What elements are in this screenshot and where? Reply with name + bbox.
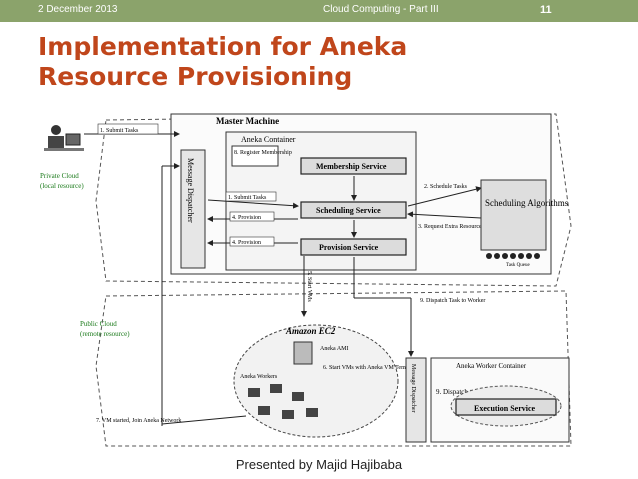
- amazon-ec2-label: Amazon EC2: [285, 326, 336, 336]
- title-line-1: Implementation for Aneka: [38, 32, 408, 61]
- request-resources-label: 3. Request Extra Resources: [418, 224, 485, 230]
- amazon-ec2-cloud: [233, 324, 399, 438]
- task-queue-label: Task Queue: [506, 263, 530, 268]
- architecture-diagram: Master Machine Aneka Container Message D…: [40, 113, 572, 447]
- slide-subject: Cloud Computing - Part III: [323, 4, 439, 15]
- scheduling-service-label: Scheduling Service: [316, 206, 381, 215]
- provision-service-label: Provision Service: [319, 243, 379, 252]
- membership-service-label: Membership Service: [316, 162, 387, 171]
- membership-service-box: [300, 157, 407, 175]
- register-membership-label: 8. Register Membership: [234, 150, 292, 156]
- local-resource-label: (local resource): [40, 182, 84, 190]
- register-membership-box: [231, 145, 279, 167]
- schedule-tasks-label: 2. Schedule Tasks: [424, 184, 468, 190]
- private-cloud-label: Private Cloud: [40, 172, 79, 180]
- title-line-2: Resource Provisioning: [38, 62, 353, 91]
- server-icon: [293, 341, 313, 365]
- execution-service-label: Execution Service: [474, 404, 536, 413]
- message-dispatcher-2-label: Message Dispatcher: [410, 364, 416, 412]
- slide-title: Implementation for Aneka Resource Provis…: [38, 32, 598, 92]
- submit-tasks-label-2: 1. Submit Tasks: [228, 195, 267, 201]
- worker-computers-icon: [248, 384, 318, 419]
- message-dispatcher-box: [180, 149, 206, 269]
- provision-service-box: [300, 238, 407, 256]
- scheduling-service-box: [300, 201, 407, 219]
- submit-tasks-label-1: 1. Submit Tasks: [100, 128, 139, 134]
- worker-container-label: Aneka Worker Container: [456, 362, 527, 370]
- start-vms-template-label: 6. Start VMs with Aneka VM Template: [323, 365, 418, 371]
- aneka-ami-label: Aneka AMI: [320, 346, 349, 352]
- execution-service-box: [455, 398, 557, 416]
- public-cloud-label: Public Cloud: [80, 320, 117, 328]
- provision-label-b: 4. Provision: [232, 240, 261, 246]
- scheduling-algorithms-label: Scheduling Algorithms: [485, 198, 569, 208]
- presenter-footer: Presented by Majid Hajibaba: [235, 457, 403, 472]
- aneka-container-label: Aneka Container: [241, 135, 296, 144]
- slide-date: 2 December 2013: [38, 4, 118, 15]
- dispatch-task-label: 9. Dispatch Task to Worker: [420, 298, 485, 304]
- message-dispatcher-2-box: [405, 357, 427, 443]
- public-cloud-region: [95, 290, 572, 447]
- header-bar: 2 December 2013 Cloud Computing - Part I…: [0, 0, 638, 22]
- aneka-workers-label: Aneka Workers: [240, 374, 278, 380]
- scheduling-algorithms-box: [480, 179, 547, 251]
- provision-label-a: 4. Provision: [232, 215, 261, 221]
- user-icon: [44, 125, 84, 151]
- start-vms-label: 5. Start VMs: [306, 271, 312, 302]
- task-queue-icon: [486, 253, 540, 259]
- master-machine-label: Master Machine: [216, 116, 279, 126]
- vm-started-label: 7. VM started, Join Aneka Network: [96, 418, 181, 424]
- message-dispatcher-label: Message Dispatcher: [186, 158, 195, 223]
- private-cloud-region: [95, 113, 572, 287]
- slide-number: 11: [540, 4, 552, 16]
- remote-resource-label: (remote resource): [80, 330, 130, 338]
